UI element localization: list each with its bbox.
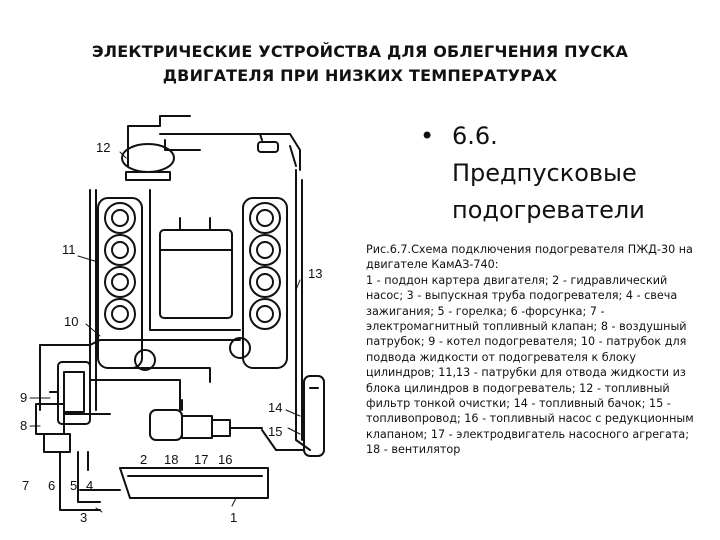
slide-title: ЭЛЕКТРИЧЕСКИЕ УСТРОЙСТВА ДЛЯ ОБЛЕГЧЕНИЯ …: [40, 40, 680, 88]
label-15: 15: [268, 424, 282, 439]
slide-title-line-1: ЭЛЕКТРИЧЕСКИЕ УСТРОЙСТВА ДЛЯ ОБЛЕГЧЕНИЯ …: [91, 42, 629, 61]
label-12: 12: [96, 140, 110, 155]
bullet-line-3: подогреватели: [452, 196, 645, 224]
label-7: 7: [22, 478, 29, 493]
label-5: 5: [70, 478, 77, 493]
label-6: 6: [48, 478, 55, 493]
fuel-filter-icon: [121, 143, 175, 173]
bullet-marker: •: [420, 122, 435, 150]
pump-unit: [149, 409, 183, 441]
left-cylinder-block: [97, 197, 143, 369]
label-13: 13: [308, 266, 322, 281]
caption-heading: Рис.6.7.Схема подключения подогревателя …: [366, 243, 693, 272]
label-16: 16: [218, 452, 232, 467]
label-1: 1: [230, 510, 237, 525]
label-9: 9: [20, 390, 27, 405]
label-8: 8: [20, 418, 27, 433]
bullet-line-2: Предпусковые: [452, 159, 637, 187]
label-11: 11: [62, 242, 76, 257]
figure-caption: Рис.6.7.Схема подключения подогревателя …: [366, 242, 702, 458]
label-17: 17: [194, 452, 208, 467]
label-3: 3: [80, 510, 87, 525]
label-2: 2: [140, 452, 147, 467]
label-10: 10: [64, 314, 78, 329]
right-cylinder-block: [242, 197, 288, 369]
fuel-tank-icon: [303, 375, 325, 457]
bullet-line-1: 6.6.: [452, 122, 498, 150]
label-4: 4: [86, 478, 93, 493]
caption-legend: 1 - поддон картера двигателя; 2 - гидрав…: [366, 273, 694, 457]
bullet-heading: • 6.6. Предпусковые подогреватели: [420, 118, 710, 229]
label-18: 18: [164, 452, 178, 467]
engine-core: [159, 229, 233, 319]
slide-title-line-2: ДВИГАТЕЛЯ ПРИ НИЗКИХ ТЕМПЕРАТУРАХ: [162, 66, 558, 85]
heater-schematic: 12 11 13 10 9 8 14 15 2 18 17 16 7 6 5 4…: [20, 115, 325, 525]
label-14: 14: [268, 400, 282, 415]
oil-pan-icon: [119, 467, 269, 499]
